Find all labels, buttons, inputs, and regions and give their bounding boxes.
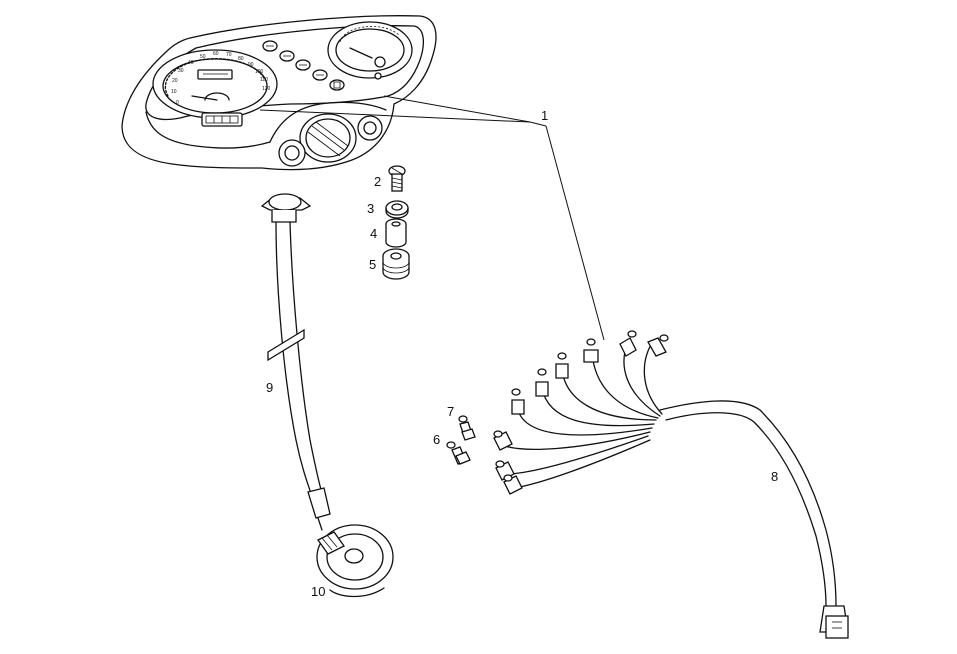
callout-6: 6 (433, 432, 440, 447)
speedo-tick-20: 20 (172, 78, 178, 84)
callout-9: 9 (266, 380, 273, 395)
speedo-tick-100: 100 (255, 69, 264, 75)
neutral-lamp-icon (329, 79, 345, 91)
odometer-display (201, 112, 243, 127)
harness-bulb-holder (503, 474, 523, 495)
callout-7: 7 (447, 404, 454, 419)
callout-5: 5 (369, 257, 376, 272)
instrument-cluster: 0 10 20 30 40 50 60 70 80 90 100 110 120 (121, 15, 437, 171)
leader-lines (259, 95, 605, 341)
warning-lamps (262, 40, 345, 91)
callout-10: 10 (311, 584, 325, 599)
speedo-tick-90: 90 (248, 62, 254, 68)
speedo-tick-40: 40 (188, 60, 194, 66)
harness-bulb-holder (647, 334, 669, 357)
wiring-harness (493, 330, 849, 639)
bulb-socket-small (446, 441, 471, 465)
callout-2: 2 (374, 174, 381, 189)
bulb-socket-large (458, 415, 476, 441)
speedo-tick-70: 70 (226, 52, 232, 58)
speedometer-cable (260, 193, 331, 531)
harness-bulb-holder (555, 352, 569, 379)
speedo-tick-30: 30 (178, 68, 184, 74)
speedo-tick-50: 50 (200, 54, 206, 60)
callout-4: 4 (370, 226, 377, 241)
spacer-bushing (385, 218, 407, 248)
washer (385, 200, 409, 219)
harness-bulb-holder (583, 338, 599, 363)
temperature-gauge (327, 21, 413, 80)
screw (388, 165, 406, 192)
speedo-tick-120: 120 (262, 86, 271, 92)
harness-bulb-holder (511, 388, 525, 415)
speedo-tick-110: 110 (260, 77, 268, 83)
speedometer-dial: 0 10 20 30 40 50 60 70 80 90 100 110 120 (152, 49, 278, 119)
callout-1: 1 (541, 108, 548, 123)
harness-bulb-holder (619, 330, 637, 357)
callout-3: 3 (367, 201, 374, 216)
ignition-housing (278, 113, 383, 167)
speedo-tick-0: 0 (176, 100, 179, 106)
callout-8: 8 (771, 469, 778, 484)
speedo-tick-10: 10 (171, 89, 177, 95)
harness-bulb-holder (493, 430, 513, 451)
harness-bulb-holder (535, 368, 549, 397)
speedo-tick-60: 60 (213, 51, 219, 57)
speedo-tick-80: 80 (238, 56, 244, 62)
speedometer-drive (316, 524, 394, 598)
rubber-grommet (382, 248, 410, 280)
